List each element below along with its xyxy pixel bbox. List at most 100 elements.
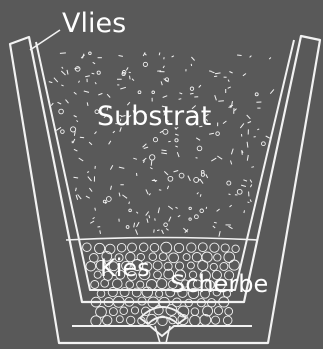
substrate-fiber [143,144,147,148]
substrate-fiber [176,207,178,208]
gravel-pebble [120,307,128,315]
substrate-fiber [154,229,155,232]
gravel-pebble [120,288,129,297]
substrate-fiber [231,161,232,165]
substrate-fiber [197,192,199,194]
substrate-fiber [107,94,110,97]
substrate-grain [150,155,155,160]
substrate-fiber [228,80,229,82]
gravel-pebble [232,245,239,252]
substrate-fiber [167,186,168,189]
substrate-fiber [257,129,259,130]
substrate-fiber [151,160,152,166]
substrate-fiber [219,231,220,237]
substrate-fiber [150,168,152,169]
substrate-fiber [218,101,224,102]
substrate-fiber [129,72,131,73]
substrate-grain [152,91,155,94]
substrate-fiber [188,176,191,181]
substrate-fiber [89,188,92,192]
gravel-pebble [223,316,232,325]
substrate-fiber [196,158,198,159]
substrate-fiber [269,58,271,60]
substrate-fiber [250,185,251,188]
substrate-fiber [190,93,194,94]
substrate-grain [106,197,111,202]
substrate-fiber [229,72,232,74]
substrate-grain [61,130,65,134]
substrate-fiber [89,142,92,145]
substrate-fiber [215,95,217,100]
substrate-grain [59,109,64,114]
substrate-fiber [161,81,162,85]
substrate-fiber [76,195,78,200]
substrate-fiber [157,230,159,231]
substrate-grain [216,132,220,136]
substrate-fiber [133,158,137,159]
substrate-fiber [61,71,65,75]
substrate-fiber [137,222,140,227]
vlies-leader-line [30,30,60,50]
substrate-fiber [174,171,179,172]
gravel-pebble [214,254,221,261]
substrate-fiber [134,223,135,228]
substrate-grain [89,52,92,55]
substrate-fiber [169,217,171,222]
substrate-grain [227,181,231,185]
gravel-pebble [159,253,167,261]
gravel-pebble [128,243,137,252]
gravel-pebble [117,243,126,252]
gravel-pebble [221,244,229,252]
substrate-fiber [250,56,252,58]
substrate-fiber [162,150,167,151]
substrate-grain [195,215,199,219]
substrate-fiber [166,229,168,231]
substrate-fiber [146,212,149,216]
gravel-pebble [210,243,219,252]
gravel-pebble [187,243,196,252]
substrate-fiber [74,149,78,151]
substrate-fiber [92,73,95,74]
pot-floor [72,326,252,336]
substrate-fiber [162,230,164,234]
substrate-fiber [85,76,90,77]
substrate-fiber [111,186,112,190]
substrate-fiber [212,72,215,73]
substrate-fiber [248,202,250,203]
gravel-pebble [214,307,222,315]
substrate-fiber [235,109,237,111]
gravel-pebble [150,243,159,252]
substrate-fiber [49,82,53,83]
substrate-fiber [149,194,151,196]
gravel-pebble [154,271,162,279]
substrate-grain [164,223,168,227]
substrate-grain [126,226,129,229]
substrate-fiber [209,133,214,134]
gravel-pebble [95,243,105,253]
substrate-fiber [110,165,112,169]
substrate-fiber [177,152,179,157]
substrate-fiber [248,122,251,124]
substrate-fiber [196,138,200,141]
substrate-fiber [122,195,127,198]
substrate-fiber [159,53,160,56]
gravel-pebble [83,243,92,252]
substrate-grain [97,71,100,74]
gravel-pebble [187,262,194,269]
substrate-fiber [243,74,246,76]
substrate-fiber [175,134,178,135]
gravel-pebble [103,316,112,325]
gravel-pebble [142,287,152,297]
gravel-pebble [198,243,207,252]
substrate-fiber [119,56,123,57]
substrate-fiber [126,67,128,70]
substrate-fiber [250,200,251,202]
gravel-pebble [131,307,138,314]
substrate-grain [71,127,76,132]
substrate-fiber [60,53,66,54]
gravel-pebble [157,279,167,289]
substrate-fiber [159,190,161,191]
substrate-fiber [78,195,82,200]
substrate-grain [189,218,191,220]
label-substrat: Substrat [97,101,211,132]
